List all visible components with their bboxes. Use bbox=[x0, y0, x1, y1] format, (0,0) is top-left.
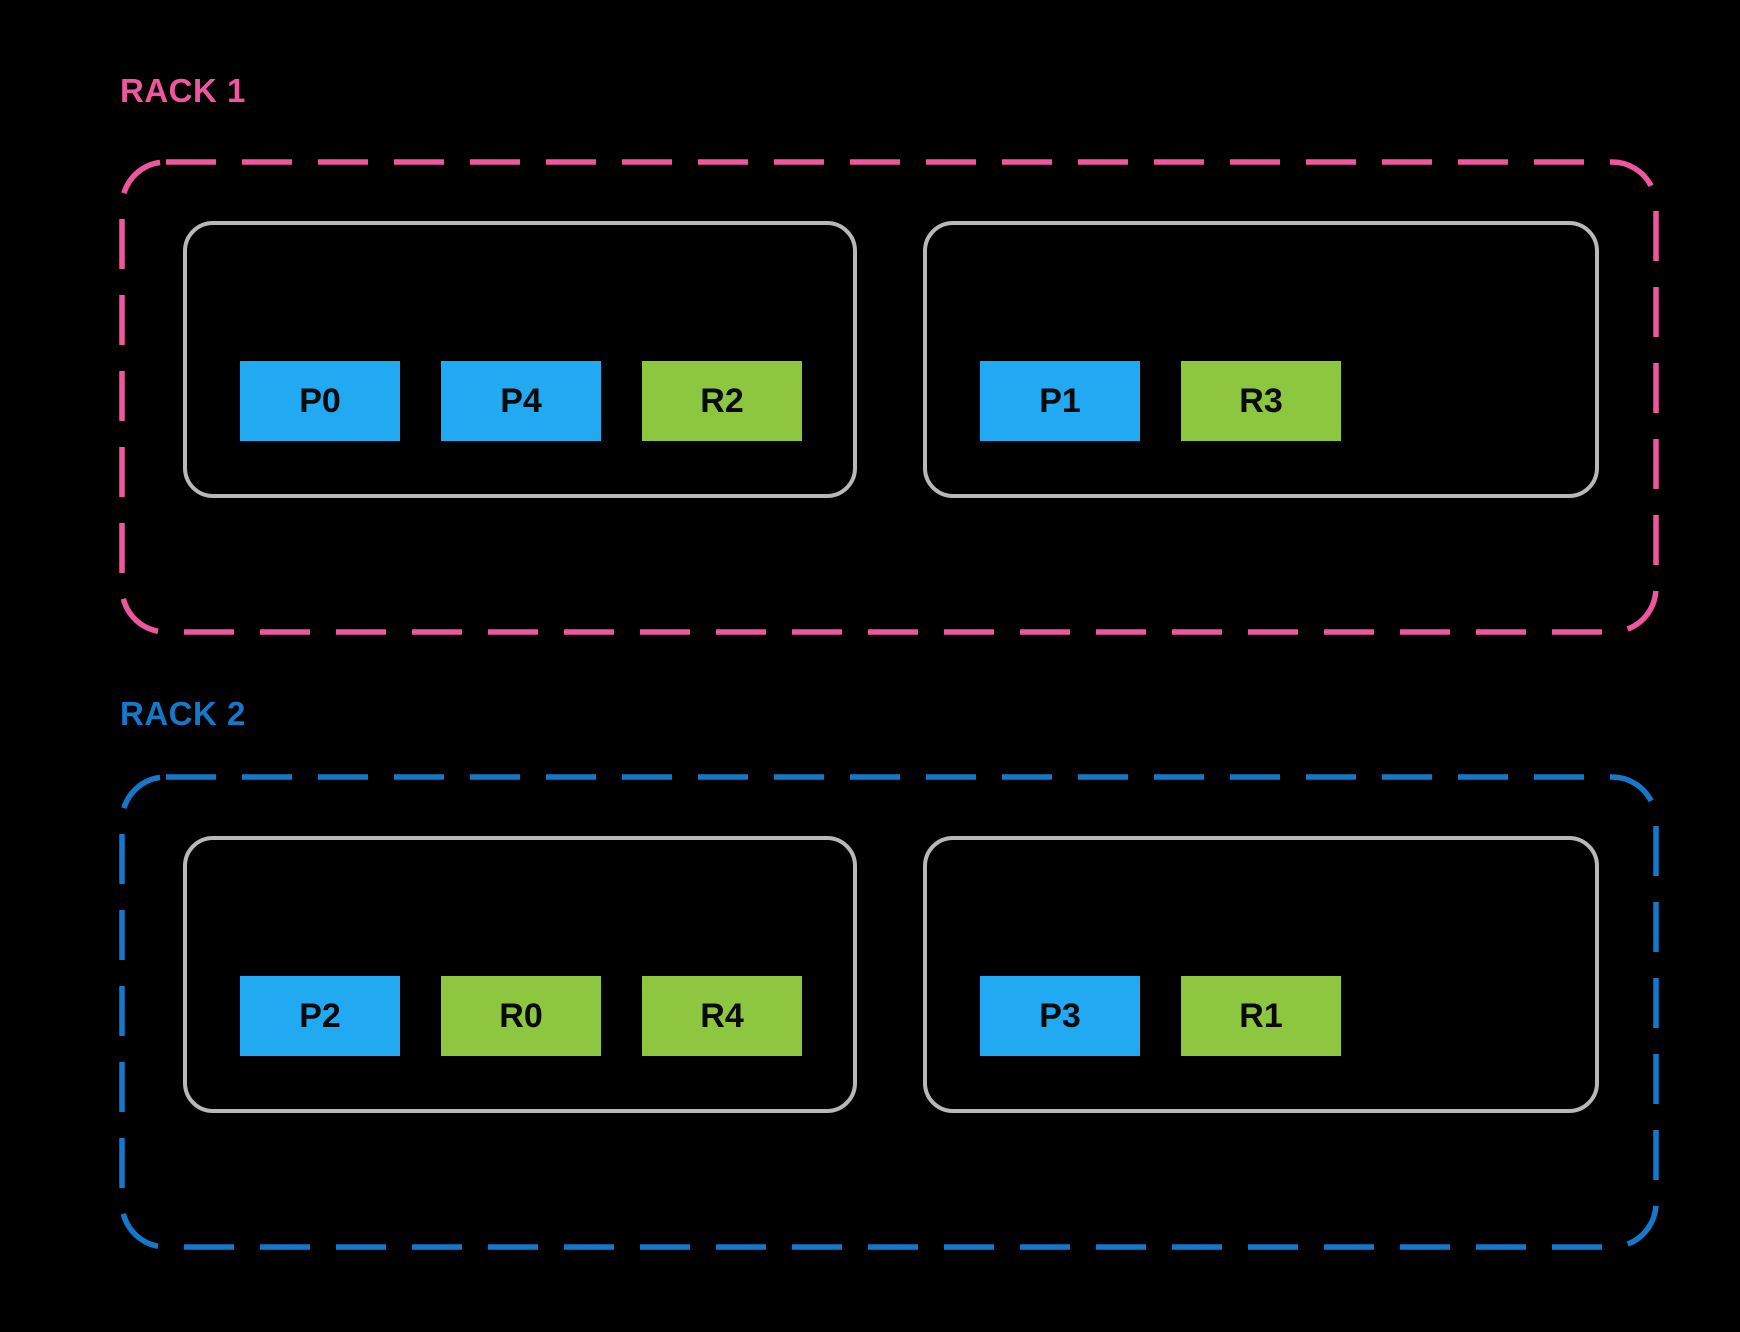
shard-block-r3: R3 bbox=[1181, 361, 1341, 441]
shard-block-p3: P3 bbox=[980, 976, 1140, 1056]
shard-block-p2: P2 bbox=[240, 976, 400, 1056]
rack-1-node-2: P1 R3 bbox=[923, 221, 1599, 498]
rack-2-boundary: P2 R0 R4 P3 R1 bbox=[119, 774, 1659, 1250]
shard-block-r4: R4 bbox=[642, 976, 802, 1056]
rack-1-node-1: P0 P4 R2 bbox=[183, 221, 857, 498]
shard-block-p0: P0 bbox=[240, 361, 400, 441]
rack-1-dashed-border bbox=[119, 159, 1659, 635]
rack-1-boundary: P0 P4 R2 P1 R3 bbox=[119, 159, 1659, 635]
shard-block-r0: R0 bbox=[441, 976, 601, 1056]
rack-2-label: RACK 2 bbox=[120, 695, 246, 732]
rack-2-node-1: P2 R0 R4 bbox=[183, 836, 857, 1113]
shard-block-p1: P1 bbox=[980, 361, 1140, 441]
rack-2-node-2: P3 R1 bbox=[923, 836, 1599, 1113]
shard-block-p4: P4 bbox=[441, 361, 601, 441]
rack-1-label: RACK 1 bbox=[120, 72, 246, 109]
shard-block-r1: R1 bbox=[1181, 976, 1341, 1056]
rack-2-dashed-border bbox=[119, 774, 1659, 1250]
shard-block-r2: R2 bbox=[642, 361, 802, 441]
